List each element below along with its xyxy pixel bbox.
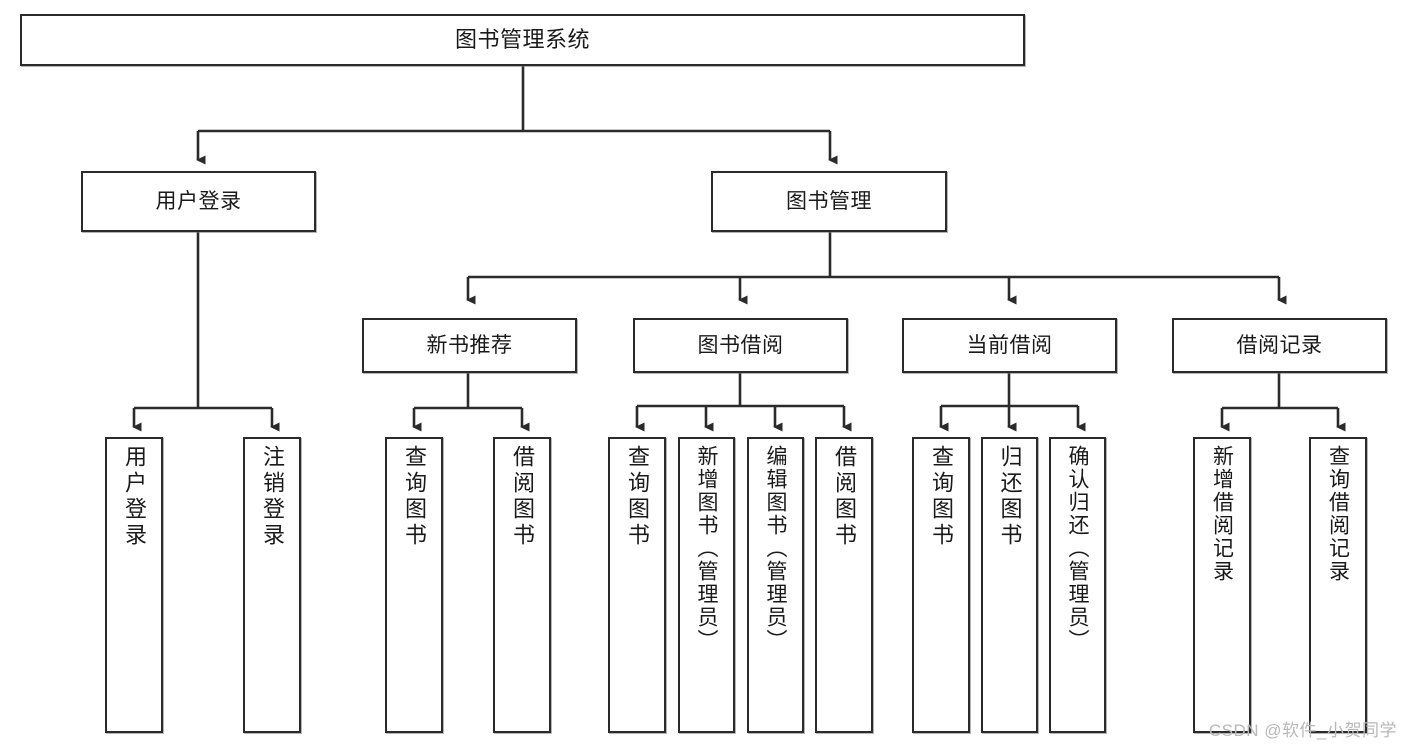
node-leaf-user-login-label: 用户登录 (122, 445, 147, 549)
node-user-login-label: 用户登录 (155, 189, 242, 213)
watermark: CSDN @软件_小贺同学 (1208, 721, 1397, 740)
node-leaf-add-record[interactable]: 新增借阅记录 (1193, 437, 1251, 733)
node-leaf-borrow-book-2-label: 借阅图书 (832, 445, 857, 549)
node-book-manage[interactable]: 图书管理 (711, 171, 947, 232)
node-leaf-query-book-1[interactable]: 查询图书 (385, 437, 443, 733)
node-leaf-query-record-label: 查询借阅记录 (1326, 445, 1350, 583)
node-leaf-borrow-book-1[interactable]: 借阅图书 (493, 437, 551, 733)
node-new-book-recommend[interactable]: 新书推荐 (362, 318, 577, 373)
node-user-login[interactable]: 用户登录 (81, 171, 316, 232)
node-leaf-logout[interactable]: 注销登录 (243, 437, 301, 733)
node-borrow-record-label: 借阅记录 (1236, 333, 1323, 357)
node-leaf-borrow-book-2[interactable]: 借阅图书 (815, 437, 873, 733)
node-leaf-logout-label: 注销登录 (260, 445, 285, 549)
node-leaf-user-login[interactable]: 用户登录 (105, 437, 163, 733)
node-current-borrow[interactable]: 当前借阅 (902, 318, 1117, 373)
node-new-book-recommend-label: 新书推荐 (426, 333, 513, 357)
node-leaf-query-book-3-label: 查询图书 (929, 445, 954, 549)
node-leaf-add-book-label: 新增图书（管理员） (695, 445, 718, 652)
node-book-manage-label: 图书管理 (786, 189, 872, 213)
node-root-label: 图书管理系统 (454, 26, 590, 52)
node-leaf-query-book-3[interactable]: 查询图书 (912, 437, 970, 733)
node-leaf-confirm-return-label: 确认归还（管理员） (1066, 445, 1089, 652)
node-leaf-borrow-book-1-label: 借阅图书 (510, 445, 535, 549)
node-leaf-edit-book-label: 编辑图书（管理员） (764, 445, 787, 652)
node-book-borrow[interactable]: 图书借阅 (633, 318, 848, 373)
node-leaf-confirm-return[interactable]: 确认归还（管理员） (1049, 437, 1106, 733)
node-book-borrow-label: 图书借阅 (697, 333, 784, 357)
node-root[interactable]: 图书管理系统 (20, 14, 1025, 66)
node-leaf-edit-book[interactable]: 编辑图书（管理员） (747, 437, 804, 733)
node-leaf-return-book[interactable]: 归还图书 (981, 437, 1038, 733)
node-leaf-query-book-2-label: 查询图书 (625, 445, 650, 549)
node-current-borrow-label: 当前借阅 (966, 333, 1053, 357)
node-leaf-add-record-label: 新增借阅记录 (1210, 445, 1234, 583)
node-leaf-query-book-2[interactable]: 查询图书 (608, 437, 666, 733)
node-leaf-query-record[interactable]: 查询借阅记录 (1309, 437, 1367, 733)
node-leaf-query-book-1-label: 查询图书 (402, 445, 427, 549)
node-leaf-return-book-label: 归还图书 (997, 445, 1023, 549)
node-leaf-add-book[interactable]: 新增图书（管理员） (678, 437, 735, 733)
node-borrow-record[interactable]: 借阅记录 (1172, 318, 1387, 373)
